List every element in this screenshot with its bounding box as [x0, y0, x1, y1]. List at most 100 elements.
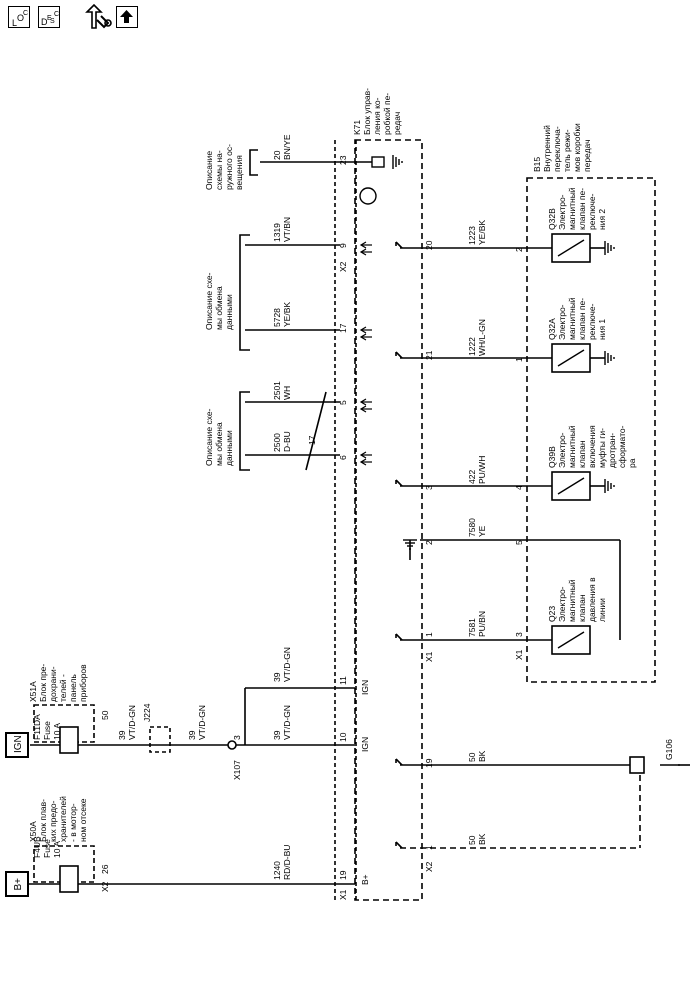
title-line: реключе-: [587, 303, 597, 340]
description-line[interactable]: данными: [224, 294, 234, 330]
wire-label: BN/YE: [282, 134, 292, 160]
wire-label: VT/D-GN: [197, 705, 207, 740]
wire-label: 39: [272, 672, 282, 682]
fuse-rating: 10 A: [52, 841, 62, 858]
wire-label: 1222: [467, 337, 477, 356]
title-line: мов коробки: [572, 123, 582, 172]
fuse-word: Fuse: [42, 839, 52, 858]
title-line: клапан: [577, 594, 587, 622]
up-arrow-icon[interactable]: [116, 6, 138, 28]
title-line: Электро-: [557, 586, 567, 622]
title-line: телей -: [58, 674, 68, 702]
wire-label: 39: [117, 730, 127, 740]
pin-number: 19: [338, 870, 348, 880]
title-line: тель режи-: [562, 129, 572, 172]
wire-label: YE: [477, 525, 487, 537]
ground-label: G106: [664, 739, 674, 760]
title-line: робкой пе-: [382, 93, 392, 135]
description-line[interactable]: Описание схе-: [204, 408, 214, 466]
title-line: Q23: [547, 606, 557, 622]
title-line: X51A: [28, 681, 38, 702]
pin-number: 19: [424, 758, 434, 768]
pin-number: 9: [338, 243, 348, 248]
title-line: ния 1: [597, 319, 607, 340]
wire-label: 2501: [272, 381, 282, 400]
title-line: Q32B: [547, 208, 557, 230]
location-icon[interactable]: L O C: [8, 6, 30, 28]
wire-label: 1240: [272, 861, 282, 880]
title-line: - в мотор-: [68, 803, 78, 842]
title-line: редач: [392, 112, 402, 135]
title-line: Блок управ-: [362, 88, 372, 135]
description-line[interactable]: ружного ос-: [224, 144, 234, 190]
pin-number: 3: [424, 485, 434, 490]
pin-number: 4: [514, 485, 524, 490]
title-line: линии: [597, 598, 607, 622]
connector-label: X2: [424, 861, 434, 872]
fuse-id: F11DA: [32, 714, 42, 740]
description-line[interactable]: схемы на-: [214, 150, 224, 190]
title-line: ления ко-: [372, 97, 382, 135]
x107-pin: 3: [232, 735, 242, 740]
title-line: Внутренний: [542, 125, 552, 172]
wire-label: 422: [467, 470, 477, 484]
connector-label: X1: [514, 649, 524, 660]
description-line[interactable]: Описание: [204, 151, 214, 190]
description-line[interactable]: мы обмена: [214, 422, 224, 466]
wire-label: WH/L-GN: [477, 319, 487, 356]
twisted-pair-label: 17: [307, 435, 317, 445]
title-line: муфты ги-: [597, 428, 607, 468]
description-line[interactable]: Описание схе-: [204, 272, 214, 330]
pin-number: 1: [424, 845, 434, 850]
pin-number: 5: [338, 400, 348, 405]
title-line: дротран-: [607, 433, 617, 468]
wire-label: VT/D-GN: [127, 705, 137, 740]
title-line: включения: [587, 425, 597, 468]
wire-label: WH: [282, 386, 292, 400]
wire-label: 1319: [272, 223, 282, 242]
title-line: K71: [352, 120, 362, 135]
wire-label: 39: [187, 730, 197, 740]
title-line: панель: [68, 674, 78, 702]
title-line: магнитный: [567, 579, 577, 622]
fuse-id: F4UB: [32, 836, 42, 858]
description-line[interactable]: вещения: [234, 155, 244, 190]
x107-label: X107: [232, 760, 242, 780]
title-line: дохрани-: [48, 666, 58, 702]
title-line: приборов: [78, 664, 88, 702]
fuse-pin: 50: [100, 710, 110, 720]
wire-label: BK: [477, 750, 487, 762]
b-plus-label: B+: [13, 878, 24, 891]
connector-label: X1: [424, 651, 434, 662]
title-line: Электро-: [557, 304, 567, 340]
title-line: Q32A: [547, 318, 557, 340]
wire-label: 1223: [467, 226, 477, 245]
title-line: клапан пе-: [577, 298, 587, 340]
pin-number: 23: [338, 155, 348, 165]
title-line: передач: [582, 139, 592, 172]
pin-number: 3: [514, 632, 524, 637]
description-icon[interactable]: D E S C: [38, 6, 60, 28]
wire-label: YE/BK: [477, 220, 487, 245]
connector-label: X1: [338, 889, 348, 900]
title-line: переключа-: [552, 126, 562, 172]
fuse-pin: 26: [100, 864, 110, 874]
fuse-conn: X2: [100, 881, 110, 892]
wire-label: YE/BK: [282, 302, 292, 327]
description-line[interactable]: мы обмена: [214, 286, 224, 330]
fuse-rating: 10 A: [52, 723, 62, 740]
title-line: ния 2: [597, 209, 607, 230]
wire-label: 7581: [467, 618, 477, 637]
pin-number: 2: [424, 540, 434, 545]
wire-label: VT/D-GN: [282, 647, 292, 682]
navigate-icon[interactable]: [84, 3, 112, 30]
title-line: ких предо-: [48, 800, 58, 842]
wire-label: PU/WH: [477, 456, 487, 484]
wire-label: 50: [467, 752, 477, 762]
title-line: хранителей: [58, 796, 68, 842]
pin-number: 2: [514, 247, 524, 252]
title-line: Блок пре-: [38, 664, 48, 702]
description-line[interactable]: данными: [224, 430, 234, 466]
